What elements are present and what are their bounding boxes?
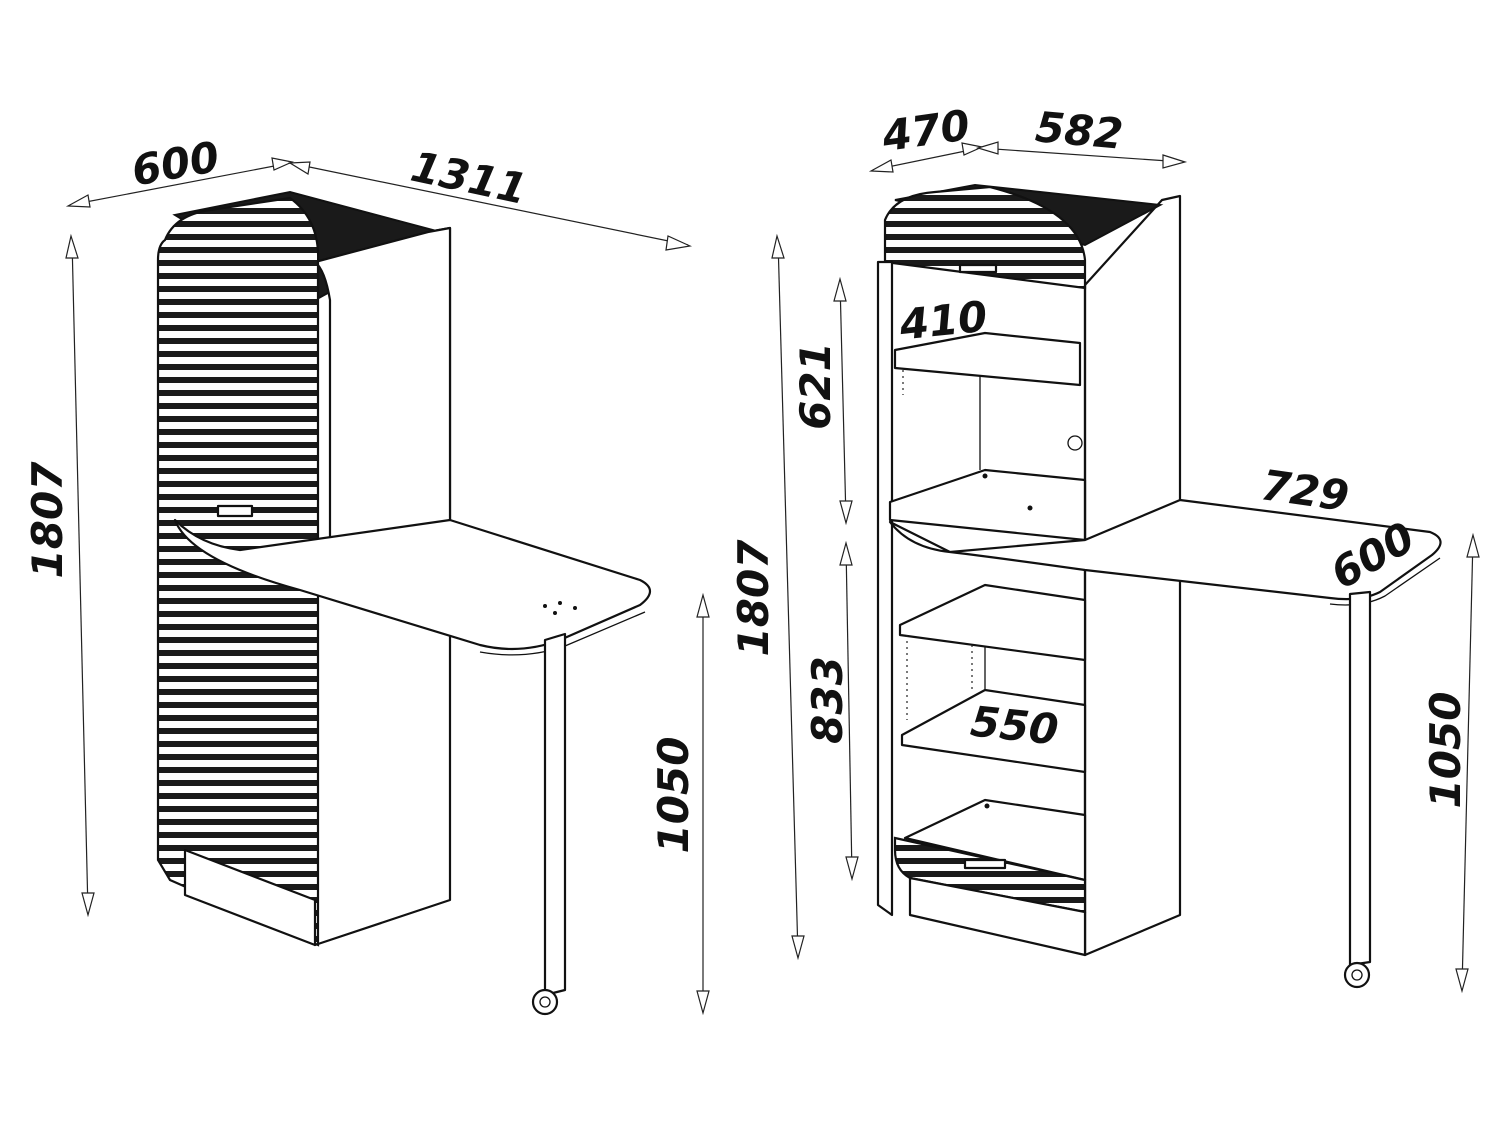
right-table-leg	[1348, 590, 1372, 967]
left-cabinet-closed	[156, 190, 652, 1016]
right-left-frame	[876, 260, 894, 917]
right-caster	[1343, 961, 1371, 989]
right-middle-shelf	[888, 468, 1087, 542]
left-table-height-label: 1050	[649, 737, 698, 854]
right-depth-label: 470	[878, 100, 973, 161]
right-upper-shelf	[893, 331, 1082, 387]
right-bottom-handle	[963, 858, 1007, 870]
left-rolling-shutter	[156, 196, 320, 947]
right-lower-shelf-1	[898, 583, 1087, 662]
right-upper-compartment-label: 621	[791, 342, 840, 430]
left-table-leg	[543, 632, 567, 997]
left-caster	[531, 988, 559, 1016]
right-lower-shelf-2	[900, 688, 1087, 774]
right-lower-compartment-label: 833	[803, 656, 852, 744]
right-width-label: 582	[1033, 102, 1125, 158]
left-base-plinth	[183, 848, 317, 947]
left-dimension-lines	[65, 157, 710, 1016]
right-cabinet-open	[876, 183, 1442, 989]
right-table-height-label: 1050	[1421, 692, 1470, 809]
right-lower-shelf-label: 550	[968, 697, 1060, 755]
right-base-plinth	[908, 876, 1087, 957]
right-upper-shelf-label: 410	[896, 292, 989, 350]
left-height-label: 1807	[23, 461, 72, 579]
left-shutter-handle	[216, 504, 254, 518]
left-width-label: 1311	[407, 142, 532, 214]
right-height-label: 1807	[729, 539, 778, 657]
right-top-handle	[958, 263, 998, 274]
right-table-length-label: 729	[1258, 460, 1352, 521]
left-depth-label: 600	[128, 132, 223, 195]
right-dimension-lines	[771, 141, 1480, 994]
left-upper-body	[313, 226, 452, 562]
right-folding-table	[888, 498, 1442, 601]
right-rolled-shutter-top	[883, 185, 1087, 290]
